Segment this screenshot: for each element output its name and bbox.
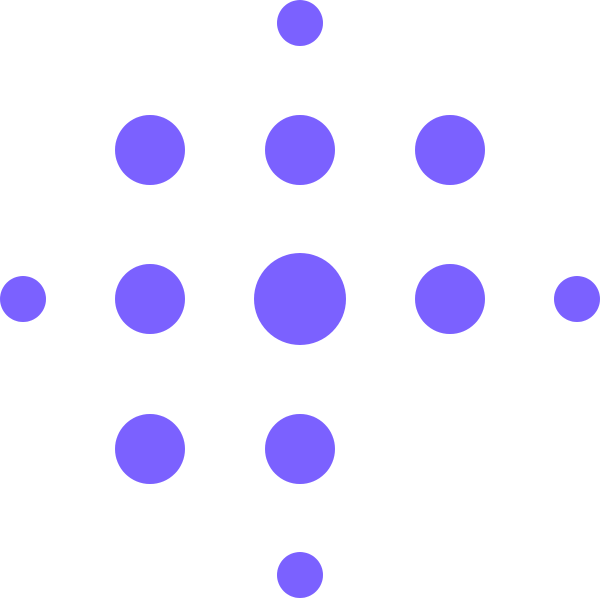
dot-top — [277, 0, 323, 46]
dot-center — [254, 253, 346, 345]
dot-upper-right — [415, 115, 485, 185]
dot-lower-left — [115, 414, 185, 484]
dot-bottom — [277, 552, 323, 598]
dot-upper-center — [265, 115, 335, 185]
dot-lower-center — [265, 414, 335, 484]
dot-middle-right — [415, 264, 485, 334]
dot-far-right — [554, 276, 600, 322]
dot-upper-left — [115, 115, 185, 185]
dot-middle-left — [115, 264, 185, 334]
dot-far-left — [0, 276, 46, 322]
